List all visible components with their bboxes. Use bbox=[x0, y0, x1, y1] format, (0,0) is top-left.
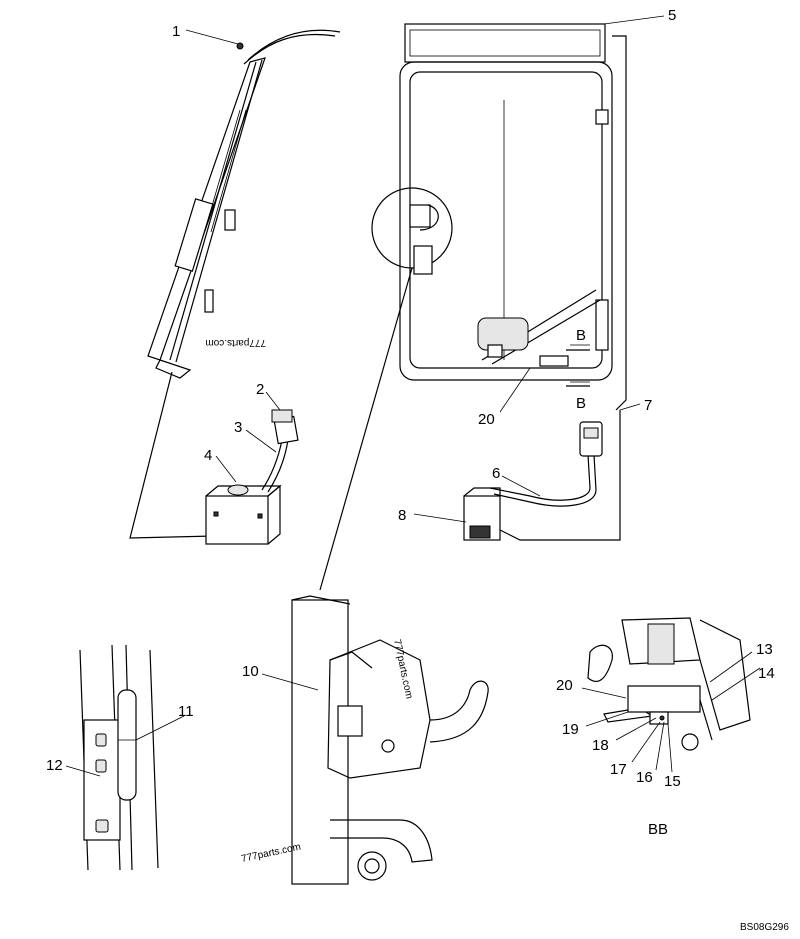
washer-reservoir-group bbox=[205, 409, 299, 545]
callout-11: 11 bbox=[178, 703, 194, 720]
left-door-assembly bbox=[129, 29, 341, 539]
section-marker-b-bottom: B bbox=[576, 395, 586, 412]
callout-14: 14 bbox=[758, 665, 775, 682]
callout-12: 12 bbox=[46, 757, 63, 774]
callout-15: 15 bbox=[664, 773, 681, 790]
watermark-middle: 777parts.com bbox=[391, 638, 414, 700]
callout-6: 6 bbox=[492, 465, 500, 482]
watermark-upper: 777parts.com bbox=[205, 337, 266, 348]
section-marker-b-top: B bbox=[576, 327, 586, 344]
wiring-and-pump-group bbox=[463, 410, 621, 541]
callout-1: 1 bbox=[172, 23, 180, 40]
callout-20-detail: 20 bbox=[556, 677, 573, 694]
section-view-label-bb: BB bbox=[648, 821, 668, 838]
callout-20-door: 20 bbox=[478, 411, 495, 428]
leader-lines bbox=[65, 15, 761, 777]
callout-17: 17 bbox=[610, 761, 627, 778]
right-door-assembly bbox=[319, 23, 627, 591]
callout-2: 2 bbox=[256, 381, 264, 398]
callout-13: 13 bbox=[756, 641, 773, 658]
callout-3: 3 bbox=[234, 419, 242, 436]
callout-4: 4 bbox=[204, 447, 212, 464]
callout-5: 5 bbox=[668, 7, 676, 24]
callout-16: 16 bbox=[636, 769, 653, 786]
bb-section-detail bbox=[587, 617, 751, 751]
callout-10: 10 bbox=[242, 663, 259, 680]
callout-8: 8 bbox=[398, 507, 406, 524]
callout-7: 7 bbox=[644, 397, 652, 414]
callout-19: 19 bbox=[562, 721, 579, 738]
hinge-detail bbox=[79, 644, 159, 871]
callout-18: 18 bbox=[592, 737, 609, 754]
latch-detail bbox=[291, 595, 489, 885]
drawing-code: BS08G296 bbox=[740, 922, 789, 933]
